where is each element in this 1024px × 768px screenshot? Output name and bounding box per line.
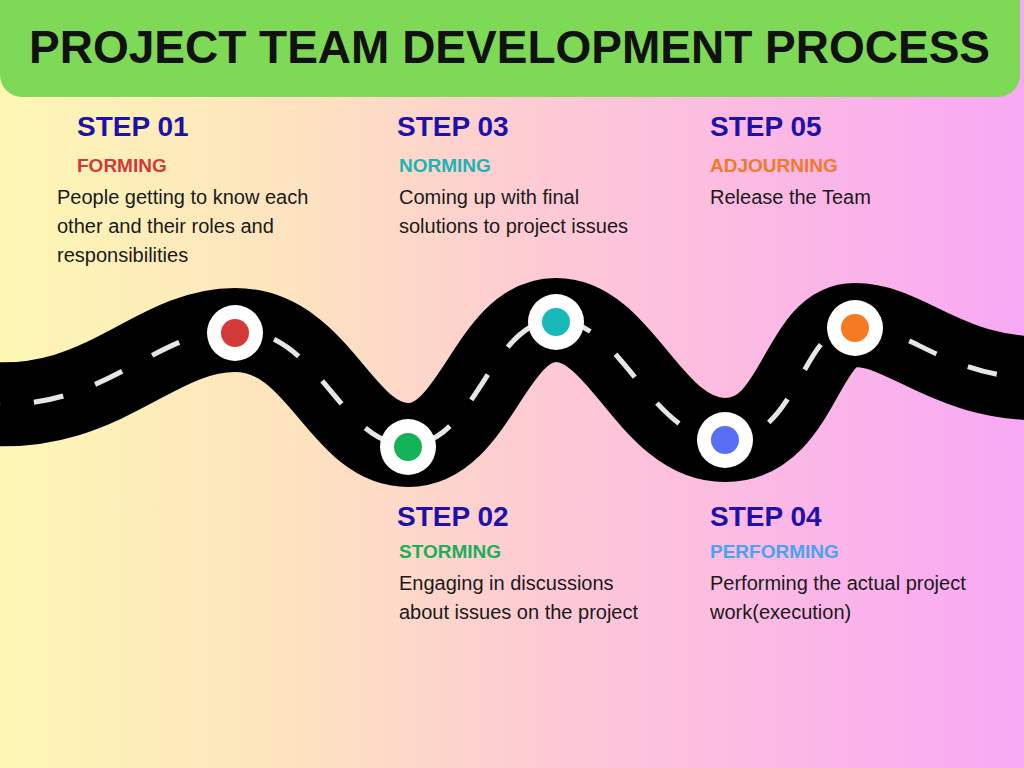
- stage-description: Performing the actual project work(execu…: [710, 569, 1000, 627]
- stage-name: ADJOURNING: [710, 156, 838, 177]
- milestone-dots: [207, 294, 883, 475]
- milestone-ring: [380, 419, 436, 475]
- stage-name: PERFORMING: [710, 542, 839, 563]
- milestone-ring: [528, 294, 584, 350]
- step-number: STEP 04: [710, 502, 822, 533]
- milestone-dot: [711, 426, 739, 454]
- stage-description: Release the Team: [710, 183, 990, 212]
- milestone-dot: [542, 308, 570, 336]
- step-number: STEP 01: [77, 112, 189, 143]
- stage-name: NORMING: [399, 156, 491, 177]
- step-number: STEP 05: [710, 112, 822, 143]
- stage-description: Engaging in discussions about issues on …: [399, 569, 639, 627]
- stage-name: FORMING: [77, 156, 167, 177]
- milestone-ring: [827, 300, 883, 356]
- stage-description: People getting to know each other and th…: [57, 183, 337, 270]
- stage-description: Coming up with final solutions to projec…: [399, 183, 629, 241]
- milestone-ring: [697, 412, 753, 468]
- diagram-title: PROJECT TEAM DEVELOPMENT PROCESS: [29, 24, 990, 70]
- stage-name: STORMING: [399, 542, 501, 563]
- milestone-dot: [394, 433, 422, 461]
- step-number: STEP 02: [397, 502, 509, 533]
- milestone-ring: [207, 305, 263, 361]
- step-number: STEP 03: [397, 112, 509, 143]
- milestone-dot: [221, 319, 249, 347]
- milestone-dot: [841, 314, 869, 342]
